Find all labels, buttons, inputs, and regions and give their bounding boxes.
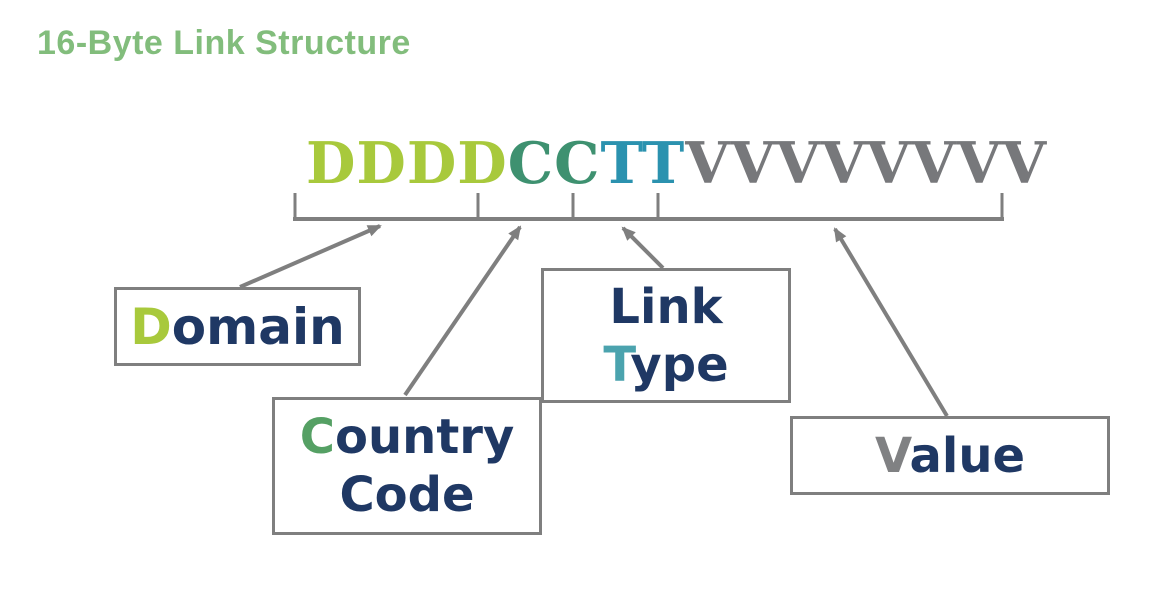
value-label-highlight: V	[874, 427, 910, 484]
link-type-label-line2-rest: ype	[630, 336, 729, 393]
country-code-label-line2-rest: Code	[339, 467, 475, 523]
byte-segment-value: VVVVVVVV	[685, 130, 1048, 197]
byte-bracket	[293, 193, 1004, 221]
byte-segment-domain: DDDD	[306, 130, 508, 197]
country-code-label-highlight: C	[299, 409, 335, 465]
byte-segment-country-code: CC	[507, 130, 601, 197]
link-type-label-highlight: T	[603, 336, 631, 393]
country-code-arrow	[403, 225, 522, 397]
country-code-label-box: Country Code	[272, 397, 542, 535]
page-title: 16-Byte Link Structure	[37, 24, 411, 62]
country-code-label-line1-rest: ountry	[335, 409, 515, 465]
link-type-label-line1-text: Link	[609, 278, 723, 335]
domain-label: Domain	[130, 298, 344, 356]
value-label: Value	[875, 428, 1025, 484]
value-arrow	[833, 227, 949, 418]
byte-segment-link-type: TT	[600, 130, 686, 197]
value-label-rest: alue	[909, 427, 1026, 484]
link-type-arrow	[621, 226, 665, 270]
domain-label-highlight: D	[130, 297, 172, 356]
link-type-label-line1: Link	[609, 278, 722, 336]
country-code-label-line2: Code	[339, 466, 474, 524]
link-type-label-line2: Type	[603, 336, 728, 394]
link-type-label-box: Link Type	[541, 268, 791, 403]
country-code-label-line1: Country	[300, 408, 514, 466]
domain-label-rest: omain	[171, 297, 345, 356]
byte-string: DDDDCCTTVVVVVVVV	[306, 134, 1047, 194]
domain-label-box: Domain	[114, 287, 361, 366]
value-label-box: Value	[790, 416, 1110, 495]
domain-arrow	[239, 224, 382, 289]
